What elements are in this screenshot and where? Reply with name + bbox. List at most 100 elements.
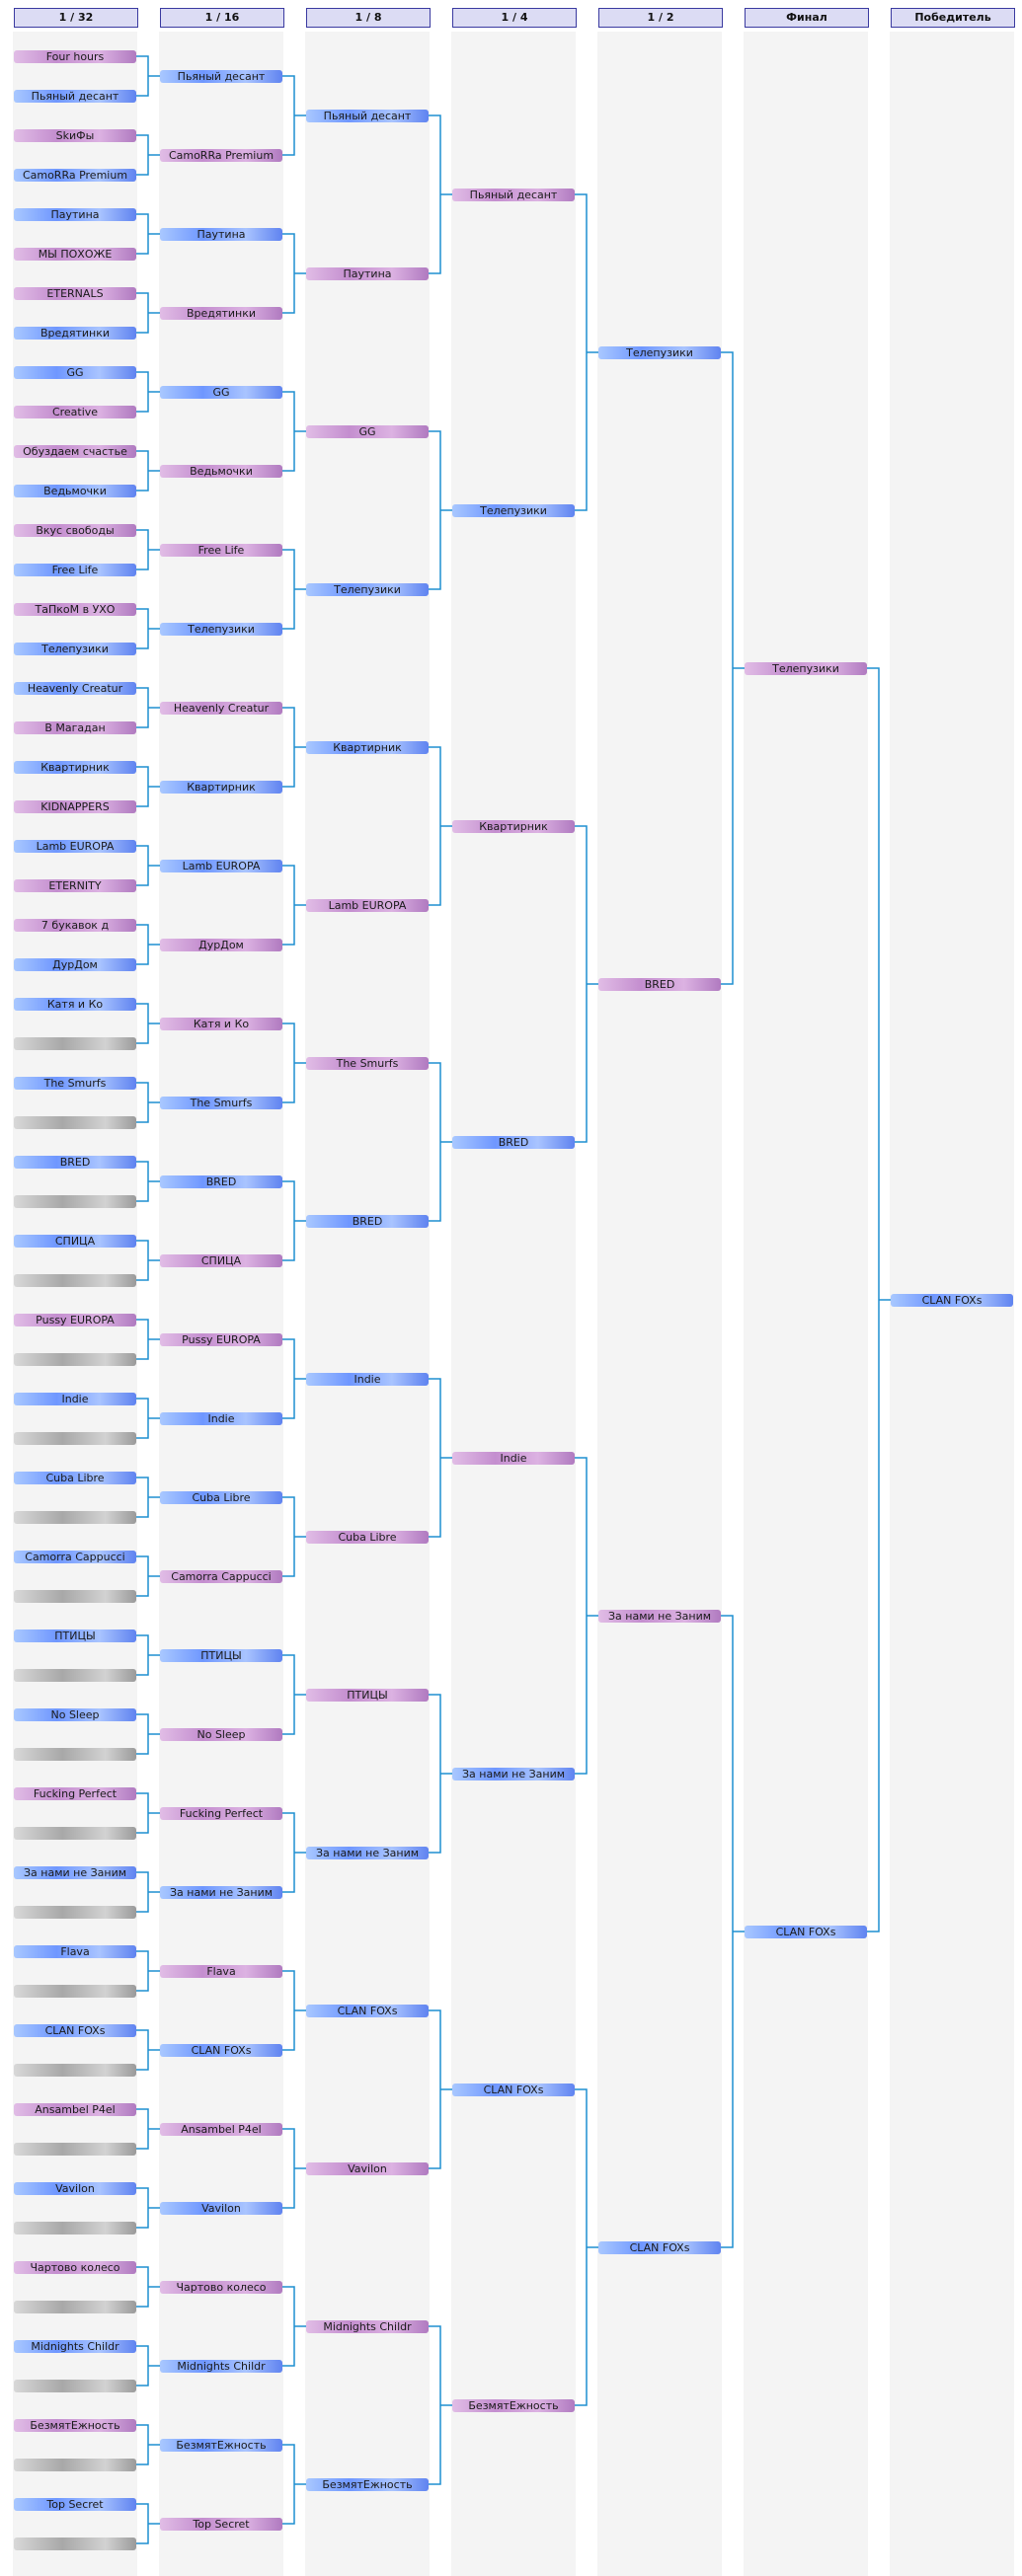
team-slot[interactable]: Телепузики: [745, 661, 867, 675]
team-slot[interactable]: Vavilon: [14, 2181, 136, 2195]
team-slot[interactable]: Паутина: [160, 227, 282, 241]
team-slot[interactable]: Vavilon: [160, 2201, 282, 2215]
team-slot[interactable]: Катя и Ко: [14, 997, 136, 1011]
team-slot[interactable]: Ansambel P4el: [160, 2122, 282, 2136]
team-slot[interactable]: Lamb EUROPA: [306, 898, 429, 912]
team-slot[interactable]: Midnights Childr: [306, 2319, 429, 2333]
team-slot[interactable]: За нами не Заним: [598, 1609, 721, 1623]
team-slot[interactable]: Free Life: [14, 563, 136, 576]
team-slot[interactable]: За нами не Заним: [306, 1846, 429, 1859]
team-slot[interactable]: CamoRRa Premium: [14, 168, 136, 182]
team-slot[interactable]: БезмятЕжность: [306, 2477, 429, 2491]
team-slot[interactable]: Квартирник: [306, 740, 429, 754]
team-slot[interactable]: Lamb EUROPA: [14, 839, 136, 853]
empty-team-slot[interactable]: [14, 2379, 136, 2392]
team-slot[interactable]: СПИЦА: [160, 1253, 282, 1267]
empty-team-slot[interactable]: [14, 1589, 136, 1603]
empty-team-slot[interactable]: [14, 1431, 136, 1445]
team-slot[interactable]: No Sleep: [14, 1707, 136, 1721]
empty-team-slot[interactable]: [14, 1984, 136, 1998]
empty-team-slot[interactable]: [14, 1905, 136, 1919]
team-slot[interactable]: Fucking Perfect: [160, 1806, 282, 1820]
team-slot[interactable]: Пьяный десант: [306, 109, 429, 122]
team-slot[interactable]: ДурДом: [160, 938, 282, 951]
team-slot[interactable]: Camorra Cappucci: [160, 1569, 282, 1583]
team-slot[interactable]: Телепузики: [14, 642, 136, 655]
team-slot[interactable]: GG: [306, 424, 429, 438]
team-slot[interactable]: BRED: [160, 1174, 282, 1188]
team-slot[interactable]: Телепузики: [452, 503, 575, 517]
empty-team-slot[interactable]: [14, 2063, 136, 2077]
team-slot[interactable]: Пьяный десант: [14, 89, 136, 103]
team-slot[interactable]: Ведьмочки: [160, 464, 282, 478]
team-slot[interactable]: БезмятЕжность: [14, 2418, 136, 2432]
team-slot[interactable]: Катя и Ко: [160, 1017, 282, 1030]
empty-team-slot[interactable]: [14, 1510, 136, 1524]
team-slot[interactable]: В Магадан: [14, 720, 136, 734]
team-slot[interactable]: CLAN FOXs: [891, 1293, 1013, 1307]
team-slot[interactable]: The Smurfs: [14, 1076, 136, 1090]
team-slot[interactable]: Квартирник: [160, 780, 282, 794]
team-slot[interactable]: Вкус свободы: [14, 523, 136, 537]
team-slot[interactable]: Top Secret: [160, 2517, 282, 2531]
team-slot[interactable]: Паутина: [306, 266, 429, 280]
team-slot[interactable]: GG: [160, 385, 282, 399]
team-slot[interactable]: Camorra Cappucci: [14, 1550, 136, 1563]
team-slot[interactable]: ETERNITY: [14, 878, 136, 892]
team-slot[interactable]: Телепузики: [598, 345, 721, 359]
team-slot[interactable]: Телепузики: [306, 582, 429, 596]
team-slot[interactable]: Heavenly Creatur: [14, 681, 136, 695]
team-slot[interactable]: GG: [14, 365, 136, 379]
team-slot[interactable]: Heavenly Creatur: [160, 701, 282, 715]
team-slot[interactable]: Top Secret: [14, 2497, 136, 2511]
team-slot[interactable]: СПИЦА: [14, 1234, 136, 1248]
team-slot[interactable]: Midnights Childr: [160, 2359, 282, 2373]
empty-team-slot[interactable]: [14, 1194, 136, 1208]
team-slot[interactable]: Four hours: [14, 49, 136, 63]
team-slot[interactable]: Паутина: [14, 207, 136, 221]
team-slot[interactable]: ETERNALS: [14, 286, 136, 300]
team-slot[interactable]: CLAN FOXs: [306, 2004, 429, 2017]
team-slot[interactable]: BRED: [598, 977, 721, 991]
team-slot[interactable]: The Smurfs: [160, 1096, 282, 1109]
team-slot[interactable]: CLAN FOXs: [14, 2023, 136, 2037]
team-slot[interactable]: ТаПкоМ в УХО: [14, 602, 136, 616]
team-slot[interactable]: ДурДом: [14, 957, 136, 971]
team-slot[interactable]: CLAN FOXs: [745, 1925, 867, 1938]
team-slot[interactable]: Квартирник: [14, 760, 136, 774]
team-slot[interactable]: The Smurfs: [306, 1056, 429, 1070]
team-slot[interactable]: Creative: [14, 405, 136, 418]
team-slot[interactable]: Вредятинки: [160, 306, 282, 320]
team-slot[interactable]: Вредятинки: [14, 326, 136, 340]
empty-team-slot[interactable]: [14, 2458, 136, 2471]
team-slot[interactable]: Pussy EUROPA: [14, 1313, 136, 1326]
team-slot[interactable]: Чартово колесо: [14, 2260, 136, 2274]
team-slot[interactable]: Free Life: [160, 543, 282, 557]
team-slot[interactable]: ПТИЦЫ: [160, 1648, 282, 1662]
team-slot[interactable]: Vavilon: [306, 2161, 429, 2175]
team-slot[interactable]: Квартирник: [452, 819, 575, 833]
team-slot[interactable]: Пьяный десант: [452, 188, 575, 201]
team-slot[interactable]: Flava: [160, 1964, 282, 1978]
team-slot[interactable]: BRED: [452, 1135, 575, 1149]
team-slot[interactable]: ПТИЦЫ: [14, 1629, 136, 1642]
team-slot[interactable]: BRED: [306, 1214, 429, 1228]
team-slot[interactable]: CLAN FOXs: [598, 2240, 721, 2254]
empty-team-slot[interactable]: [14, 2537, 136, 2550]
empty-team-slot[interactable]: [14, 1826, 136, 1840]
team-slot[interactable]: Cuba Libre: [306, 1530, 429, 1544]
team-slot[interactable]: CLAN FOXs: [160, 2043, 282, 2057]
team-slot[interactable]: Flava: [14, 1944, 136, 1958]
empty-team-slot[interactable]: [14, 1115, 136, 1129]
team-slot[interactable]: Телепузики: [160, 622, 282, 636]
team-slot[interactable]: Lamb EUROPA: [160, 859, 282, 872]
team-slot[interactable]: 7 букавок д: [14, 918, 136, 932]
team-slot[interactable]: Пьяный десант: [160, 69, 282, 83]
empty-team-slot[interactable]: [14, 1668, 136, 1682]
team-slot[interactable]: ПТИЦЫ: [306, 1688, 429, 1702]
team-slot[interactable]: БезмятЕжность: [160, 2438, 282, 2452]
empty-team-slot[interactable]: [14, 1273, 136, 1287]
team-slot[interactable]: Midnights Childr: [14, 2339, 136, 2353]
team-slot[interactable]: SkиФы: [14, 128, 136, 142]
empty-team-slot[interactable]: [14, 1352, 136, 1366]
